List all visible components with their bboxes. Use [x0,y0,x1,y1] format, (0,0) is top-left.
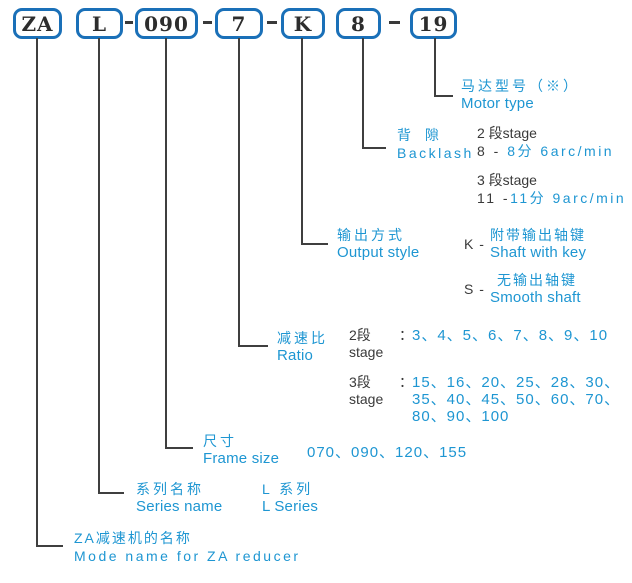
output-option-k-en: Shaft with key [490,244,587,261]
ratio-stage2-label-en: stage [349,344,384,360]
backlash-stage3-spec: 11分 9arc/min [510,190,627,206]
frame-size-en: Frame size [203,450,280,467]
motor-type-en: Motor type [461,95,534,112]
frame-size-values: 070、090、120、155 [307,444,468,461]
backlash-stage2-prefix: 8 - [477,143,508,159]
connector-8-vertical [362,38,364,149]
backlash-values: 2 段stage 8 - 8分 6arc/min 3 段stage 11 -11… [477,124,626,207]
connector-7-vertical [238,38,240,347]
ratio-stage3-values-line3: 80、90、100 [412,408,510,425]
ratio-en: Ratio [277,347,314,364]
output-option-k-text: 附带输出轴键 Shaft with key [490,226,586,261]
motor-type-zh: 马达型号（※） [461,78,580,94]
backlash-stage2-label: 2 段stage [477,125,537,141]
frame-size-zh: 尺寸 [203,433,237,449]
motor-type-label: 马达型号（※） Motor type [461,77,580,112]
connector-za-vertical [36,38,38,547]
output-option-s-text: 无输出轴键 Smooth shaft [490,271,581,306]
series-name-value-en: L Series [262,498,319,515]
connector-k-horizontal [301,243,328,245]
code-box-19: 19 [410,8,457,39]
backlash-stage3-prefix: 11 - [477,190,511,206]
code-separator-dash [267,21,277,24]
ratio-stage3-label-en: stage [349,391,384,407]
connector-090-horizontal [165,447,193,449]
output-style-options: K - 附带输出轴键 Shaft with key S - 无输出轴键 Smoo… [464,226,586,306]
series-name-zh: 系列名称 [136,481,204,497]
ratio-zh: 减速比 [277,330,328,346]
output-option-s-zh: 无输出轴键 [497,272,577,288]
code-separator-dash [125,21,133,24]
code-separator-dash [203,21,212,24]
connector-l-vertical [98,38,100,494]
output-option-k: K - 附带输出轴键 Shaft with key [464,226,586,261]
ratio-stage2-label-zh: 2段 [349,327,371,343]
connector-za-horizontal [36,545,63,547]
series-name-label: 系列名称 Series name [136,480,222,515]
ratio-stage3-values-line1: 15、16、20、25、28、30、 [412,374,621,391]
connector-l-horizontal [98,492,124,494]
ratio-stage3-values-line2: 35、40、45、50、60、70、 [412,391,621,408]
model-name-label: ZA减速机的名称 Mode name for ZA reducer [74,529,301,565]
ratio-stage2-values: 3、4、5、6、7、8、9、10 [412,327,609,344]
code-box-k: K [281,8,325,39]
output-option-k-key: K - [464,235,485,252]
output-option-s-en: Smooth shaft [490,289,581,306]
connector-19-vertical [434,38,436,97]
code-box-7: 7 [215,8,263,39]
model-name-en: Mode name for ZA reducer [74,548,301,564]
backlash-en: Backlash [397,145,474,161]
code-box-090: 090 [135,8,198,39]
backlash-stage2-spec: 8分 6arc/min [507,143,615,159]
ratio-stage3-colon: ： [399,374,413,390]
output-option-k-zh: 附带输出轴键 [490,227,586,243]
backlash-stage3-label: 3 段stage [477,172,537,188]
output-style-en: Output style [337,244,420,261]
output-style-zh: 输出方式 [337,227,405,243]
output-option-s: S - 无输出轴键 Smooth shaft [464,271,586,306]
series-name-values: L 系列 L Series [262,480,318,515]
output-option-s-key: S - [464,280,485,297]
code-separator-dash [389,21,400,24]
code-box-za: ZA [13,8,62,39]
backlash-label: 背 隙 Backlash [397,126,474,162]
model-name-zh: ZA减速机的名称 [74,530,192,546]
series-name-value-zh: L 系列 [262,481,314,497]
ratio-stage3-values: 15、16、20、25、28、30、 35、40、45、50、60、70、 80… [412,374,620,425]
ratio-stage2-colon: ： [399,327,413,343]
backlash-stage3-value: 11 -11分 9arc/min [477,189,626,207]
output-style-label: 输出方式 Output style [337,226,419,261]
connector-k-vertical [301,38,303,245]
frame-size-label: 尺寸 Frame size [203,432,279,467]
connector-090-vertical [165,38,167,449]
connector-19-horizontal [434,95,453,97]
ratio-label: 减速比 Ratio [277,329,328,364]
connector-7-horizontal [238,345,268,347]
code-box-8: 8 [336,8,381,39]
ratio-stage3-label-zh: 3段 [349,374,371,390]
backlash-stage2-value: 8 - 8分 6arc/min [477,142,626,160]
connector-8-horizontal [362,147,386,149]
series-name-en: Series name [136,498,223,515]
backlash-zh: 背 隙 [397,127,444,143]
code-box-l: L [76,8,123,39]
